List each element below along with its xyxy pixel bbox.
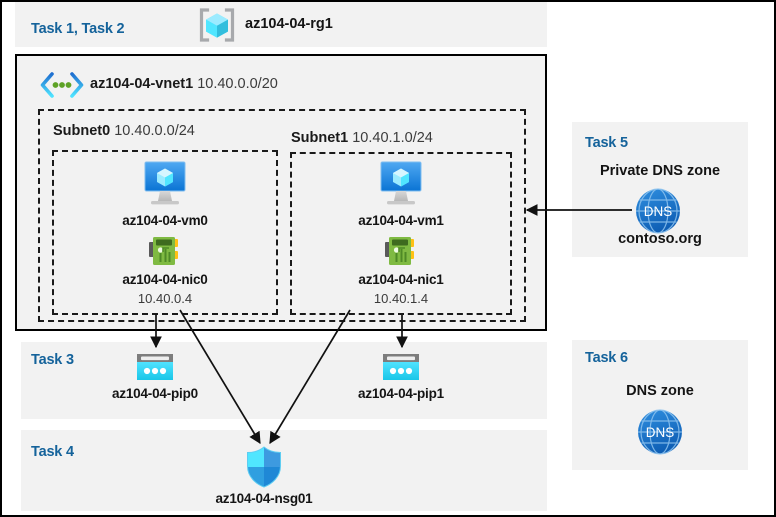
nic1-label: az104-04-nic1 <box>358 272 444 287</box>
vnet-panel <box>15 54 547 331</box>
subnet1-title: Subnet1 10.40.1.0/24 <box>291 130 433 146</box>
task-label-1-2: Task 1, Task 2 <box>31 21 125 37</box>
subnet1-box <box>290 152 512 315</box>
vnet-title: az104-04-vnet1 10.40.0.0/20 <box>90 76 278 92</box>
pip1-label: az104-04-pip1 <box>358 386 444 401</box>
task-label-6: Task 6 <box>585 350 628 366</box>
resource-group-icon <box>198 8 236 42</box>
task4-panel <box>21 430 547 511</box>
dns-zone-icon: DNS <box>636 408 684 456</box>
vnet-cidr: 10.40.0.0/20 <box>197 76 278 92</box>
nic1-ip: 10.40.1.4 <box>373 291 429 306</box>
dns-icon-text: DNS <box>646 425 675 440</box>
virtual-machine-icon <box>137 160 193 208</box>
network-interface-icon <box>148 235 183 268</box>
network-interface-icon <box>384 235 419 268</box>
dns-zone-heading: DNS zone <box>626 383 694 399</box>
subnet0-name: Subnet0 <box>53 123 111 139</box>
pip0-label: az104-04-pip0 <box>112 386 198 401</box>
task-label-4: Task 4 <box>31 444 74 460</box>
nic0-ip: 10.40.0.4 <box>137 291 193 306</box>
subnet1-cidr: 10.40.1.0/24 <box>352 130 433 146</box>
resource-group-header-band <box>15 2 547 47</box>
resource-group-name: az104-04-rg1 <box>245 16 333 32</box>
subnet1-name: Subnet1 <box>291 130 349 146</box>
public-ip-address-icon <box>135 352 175 384</box>
task-label-5: Task 5 <box>585 135 628 151</box>
subnet0-cidr: 10.40.0.0/24 <box>114 123 195 139</box>
vm0-label: az104-04-vm0 <box>122 213 208 228</box>
virtual-machine-icon <box>373 160 429 208</box>
dns-icon-text: DNS <box>644 204 673 219</box>
dns-zone-name: contoso.org <box>618 231 702 247</box>
virtual-network-icon <box>40 72 84 98</box>
nsg-label: az104-04-nsg01 <box>215 491 313 506</box>
public-ip-address-icon <box>381 352 421 384</box>
dns-zone-icon: DNS <box>634 187 682 235</box>
subnet0-title: Subnet0 10.40.0.0/24 <box>53 123 195 139</box>
task3-panel <box>21 342 547 419</box>
subnet0-box <box>52 150 278 315</box>
task-label-3: Task 3 <box>31 352 74 368</box>
network-security-group-icon <box>245 446 283 488</box>
vm1-label: az104-04-vm1 <box>358 213 444 228</box>
nic0-label: az104-04-nic0 <box>122 272 208 287</box>
private-dns-zone-heading: Private DNS zone <box>599 163 721 179</box>
vnet-name: az104-04-vnet1 <box>90 76 194 92</box>
